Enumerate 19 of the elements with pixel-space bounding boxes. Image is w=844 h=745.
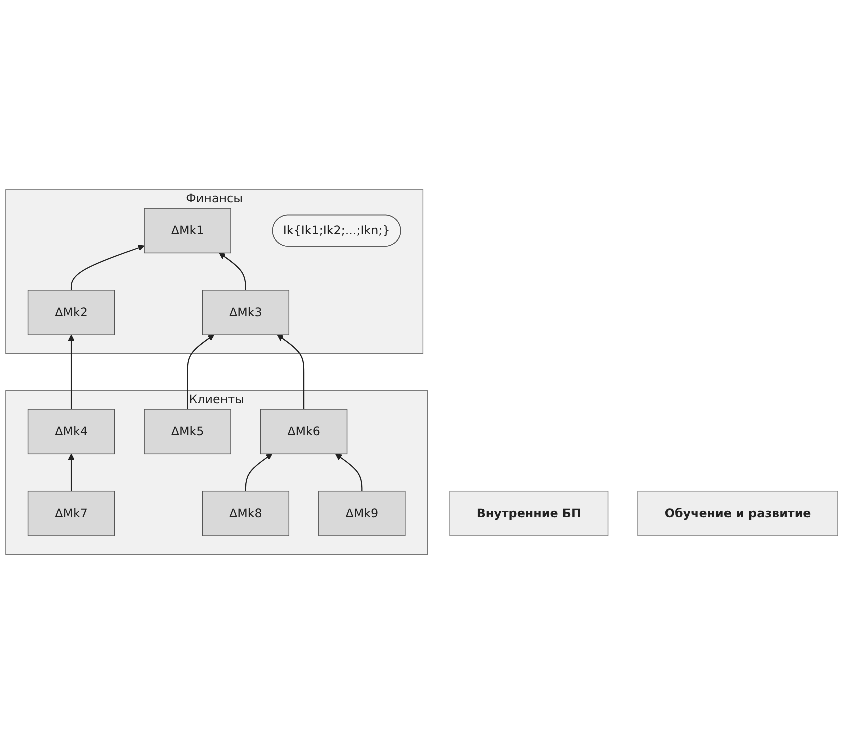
node-box: ΔMk4 bbox=[28, 409, 116, 455]
arrow bbox=[68, 334, 75, 410]
arrow bbox=[70, 245, 145, 291]
arrow bbox=[187, 334, 214, 410]
node-box: ΔMk1 bbox=[144, 208, 232, 254]
arrow bbox=[245, 454, 273, 492]
arrow bbox=[68, 454, 75, 492]
node-box: ΔMk7 bbox=[28, 491, 116, 537]
node-box: ΔMk3 bbox=[202, 290, 290, 336]
node-box: ΔMk8 bbox=[202, 491, 290, 537]
node-box: ΔMk6 bbox=[260, 409, 348, 455]
node-box: Внутренние БП bbox=[450, 491, 609, 537]
arrow bbox=[219, 253, 246, 291]
node-box: ΔMk9 bbox=[318, 491, 406, 537]
arrow bbox=[335, 454, 363, 492]
node-box: Обучение и развитие bbox=[638, 491, 838, 537]
node-box: ΔMk5 bbox=[144, 409, 232, 455]
arrow bbox=[277, 334, 305, 410]
node-box: ΔMk2 bbox=[28, 290, 116, 336]
